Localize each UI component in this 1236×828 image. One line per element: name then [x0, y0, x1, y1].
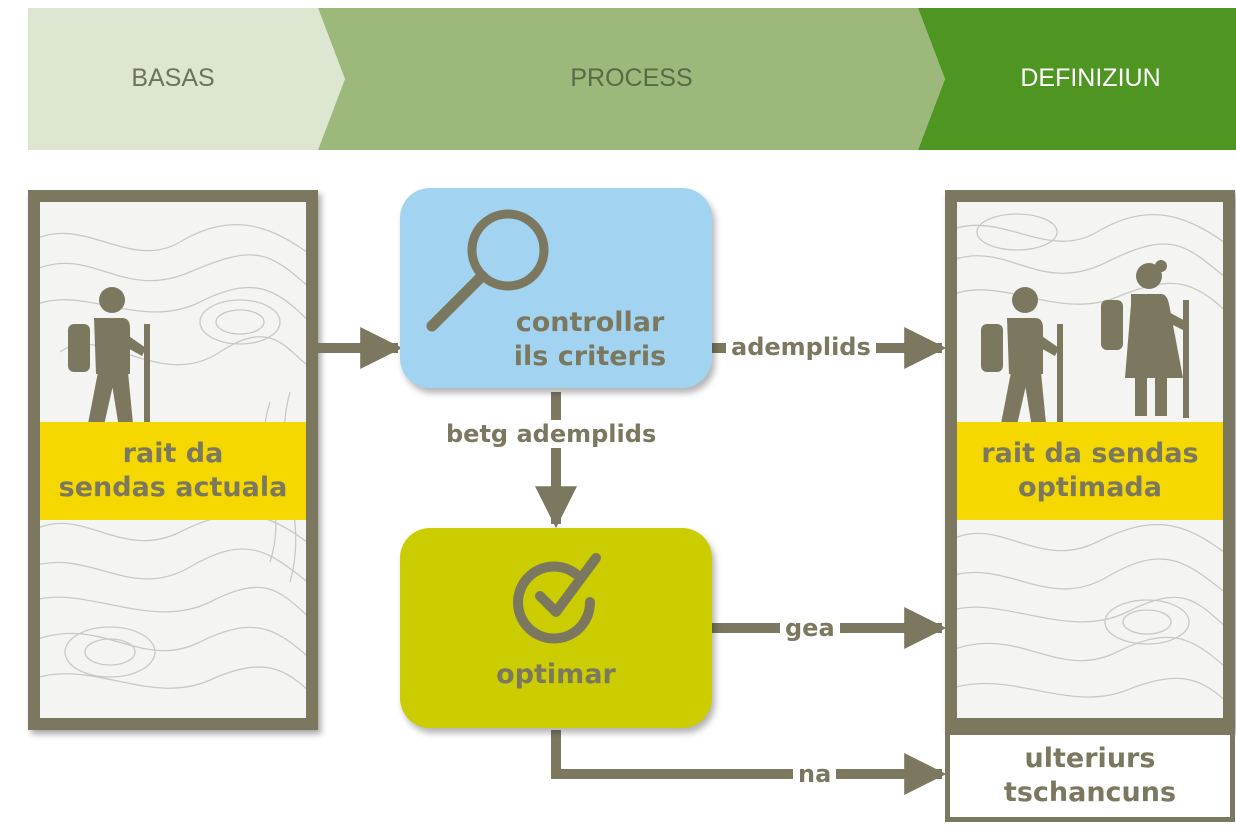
topographic-map-texture: [957, 213, 1223, 700]
edge-label-yes: gea: [780, 614, 840, 642]
check-criteria-label-line2: ils criteris: [513, 341, 667, 372]
stage-process-shape: [318, 8, 945, 150]
stage-definiziun-shape: [918, 8, 1236, 150]
stage-basas-shape: [28, 8, 345, 150]
optimize-node: optimar: [400, 528, 712, 728]
current-network-label-line1: rait da: [122, 438, 224, 469]
edge-label-no: na: [793, 760, 837, 788]
stage-basas-label: BASAS: [131, 64, 215, 92]
stage-bar: [28, 8, 1236, 150]
hiker-woman-icon: [1101, 260, 1189, 418]
check-circle-icon: [513, 553, 601, 644]
hiker-icon: [981, 287, 1063, 436]
hiker-icon: [68, 287, 150, 436]
check-criteria-node: controllar ils criteris: [400, 188, 712, 388]
arrow-optimize-to-further: [551, 730, 947, 795]
edge-label-fulfilled: ademplids: [726, 333, 876, 361]
topographic-map-texture: [40, 223, 306, 690]
magnifier-icon: [426, 209, 549, 332]
optimized-network-label-line2: optimada: [1018, 472, 1162, 503]
further-clarification-line1: ulteriurs: [1024, 743, 1156, 774]
stage-process-label: PROCESS: [570, 64, 693, 92]
current-network-label-line2: sendas actuala: [58, 472, 288, 503]
stage-definiziun-label: DEFINIZIUN: [1020, 64, 1161, 92]
further-clarification-line2: tschancuns: [1003, 777, 1177, 808]
optimize-label: optimar: [496, 659, 616, 690]
edge-label-not-fulfilled: betg ademplids: [442, 420, 661, 448]
check-criteria-label: controllar ils criteris: [480, 306, 700, 374]
further-clarification-box: ulteriurs tschancuns: [945, 730, 1235, 822]
check-criteria-label-line1: controllar: [515, 307, 665, 338]
optimized-network-label-line1: rait da sendas: [981, 438, 1199, 469]
